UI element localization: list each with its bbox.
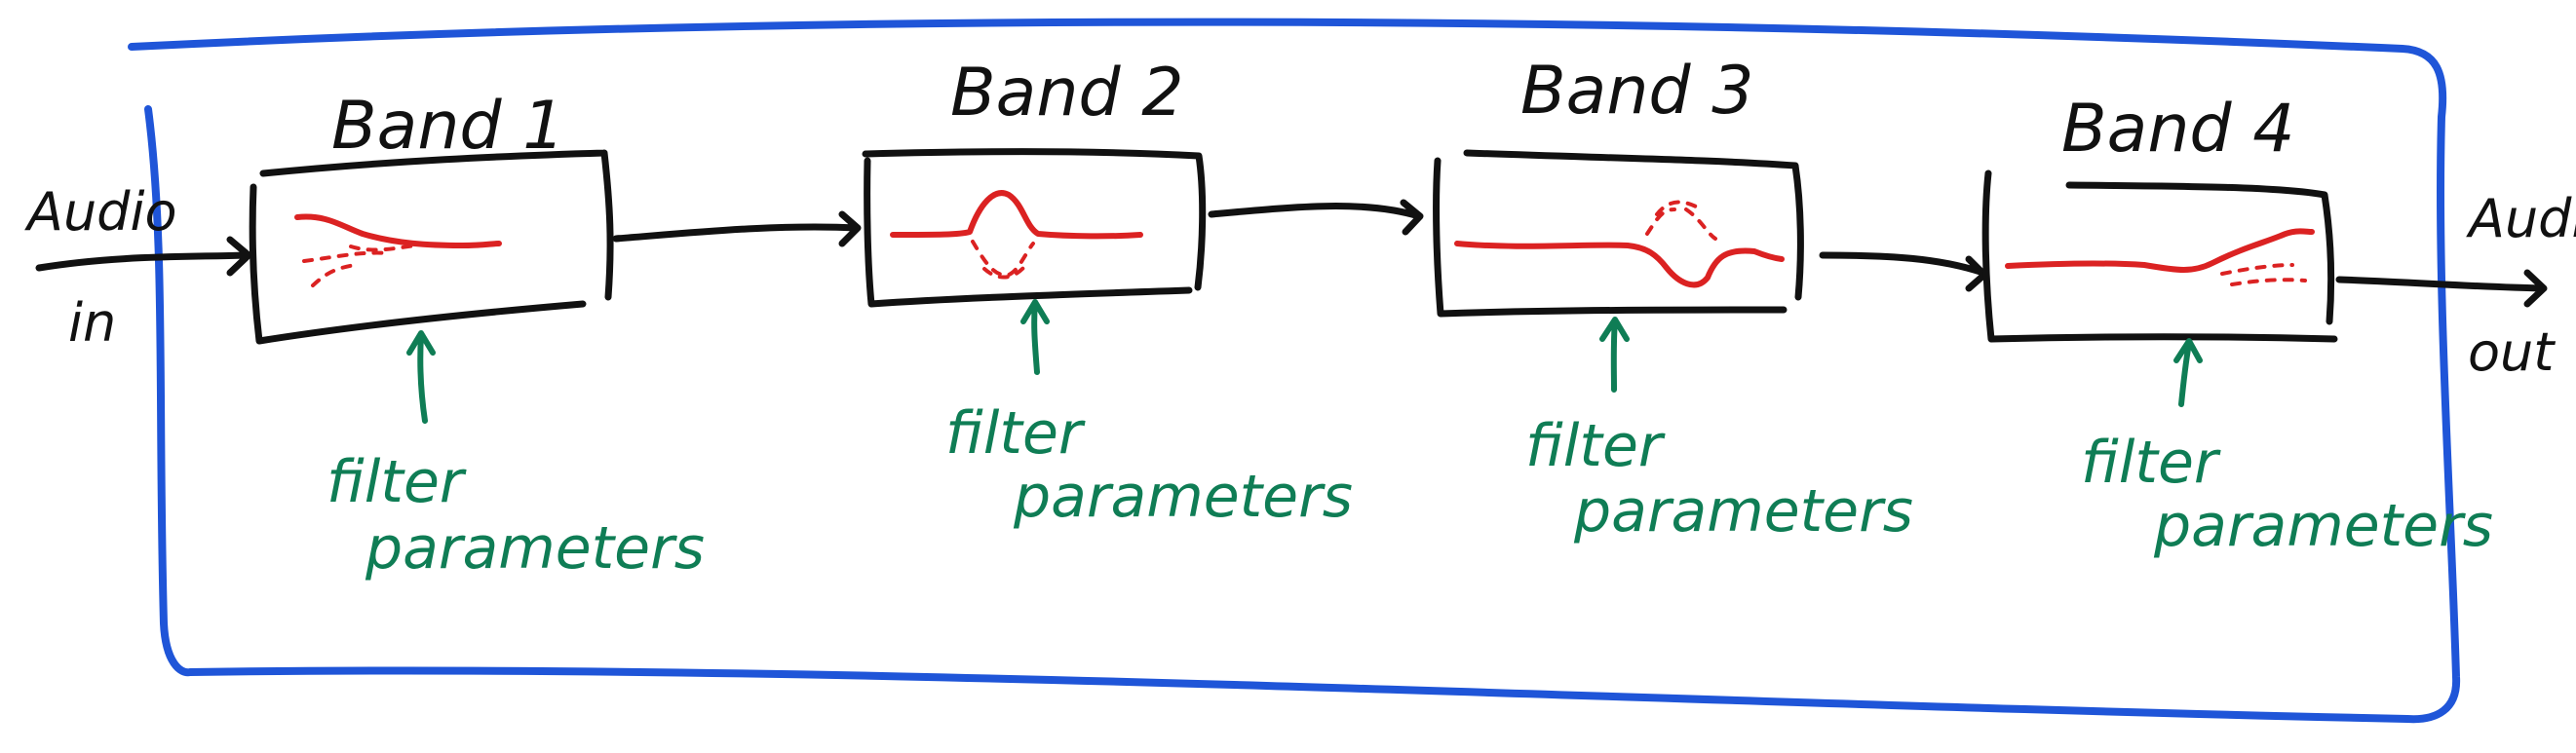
audio-out-label: Audio out: [2466, 188, 2576, 383]
band-3-box: [1433, 149, 1804, 318]
band-2-param-line1: filter: [945, 399, 1086, 468]
audio-out-label-line2: out: [2468, 321, 2556, 383]
band-4: Band 4 filter parameters: [1981, 91, 2493, 560]
band-3: Band 3 filter parameters: [1433, 53, 1913, 546]
band-3-filter-alt-curve: [1645, 200, 1717, 241]
band-3-param-line1: filter: [1525, 412, 1666, 480]
band-1-param-line2: parameters: [365, 514, 705, 583]
band-4-param-arrow: [2173, 338, 2203, 407]
input-arrow: [35, 236, 252, 277]
arrow-band-1-to-2: [612, 210, 862, 247]
band-3-title: Band 3: [1520, 53, 1753, 130]
band-4-param-line1: filter: [2081, 429, 2221, 497]
band-1-title: Band 1: [331, 88, 564, 165]
band-4-filter-alt-curve: [2220, 263, 2307, 286]
band-3-param-line2: parameters: [1573, 477, 1913, 546]
audio-in-label-line2: in: [68, 292, 116, 354]
band-4-title: Band 4: [2061, 91, 2294, 168]
band-2-box: [862, 148, 1207, 308]
band-1-param-arrow: [406, 330, 436, 424]
band-3-param-arrow: [1599, 317, 1630, 393]
band-1-param-line1: filter: [327, 448, 467, 516]
band-1-filter-curve: [294, 213, 502, 248]
band-2-filter-curve: [890, 190, 1143, 240]
band-4-param-line2: parameters: [2153, 492, 2493, 560]
band-1: Band 1 filter parameters: [249, 88, 705, 583]
output-arrow: [2335, 269, 2548, 308]
band-2: Band 2 filter parameters: [862, 55, 1353, 531]
audio-out-label-line1: Audio: [2466, 188, 2576, 249]
audio-in-label-line1: Audio: [24, 181, 176, 243]
audio-in-label: Audio in: [24, 181, 176, 354]
band-2-param-line2: parameters: [1013, 463, 1353, 531]
band-3-filter-curve: [1454, 241, 1785, 288]
band-4-box: [1981, 169, 2338, 343]
band-2-title: Band 2: [950, 55, 1183, 132]
processor-boundary: [128, 18, 2461, 724]
band-1-filter-alt-curve: [302, 243, 423, 287]
band-2-param-arrow: [1020, 299, 1050, 375]
band-4-filter-curve: [2005, 228, 2315, 273]
arrow-band-3-to-4: [1819, 251, 1988, 292]
arrow-band-2-to-3: [1208, 199, 1424, 236]
band-2-filter-alt-curve: [971, 240, 1035, 280]
band-1-box: [249, 149, 614, 345]
